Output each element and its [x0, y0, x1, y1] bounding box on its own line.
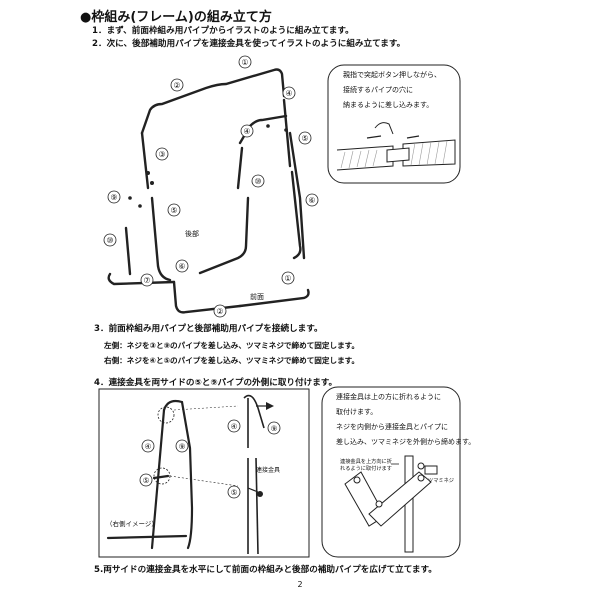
step-3-left-text: 左側：ネジを③と⑨のパイプを差し込み、ツマミネジで締めて固定します。: [104, 341, 360, 350]
inner-note-line1: 連接金具を上方向に折: [340, 459, 392, 465]
callout2-line2: 取付けます。: [336, 408, 378, 416]
inner-note-line2: れるように取付けます: [340, 466, 392, 472]
knob-screw-label: ツマミネジ: [428, 478, 454, 484]
label-rear: 後部: [185, 229, 199, 238]
fig2-label-4: ④: [145, 442, 152, 451]
inner-note: 連接金具を上方向に折 れるように取付けます: [340, 458, 392, 472]
part-label-3: ③: [158, 150, 165, 159]
fig2-label-9: ⑨: [179, 442, 186, 451]
part-label-5-left: ⑤: [170, 206, 177, 215]
callout2-line1: 連接金具は上の方に折れるように: [336, 393, 441, 401]
connection-callout-figure: [327, 64, 461, 184]
callout1-line1: 親指で突起ボタン押しながら、: [343, 71, 441, 79]
step-3-right-text: 右側：ネジを④と⑤のパイプを差し込み、ツマミネジで締めて固定します。: [104, 356, 360, 365]
part-label-10-rear: ⑩: [254, 177, 261, 186]
callout2-line3: ネジを内側から連接金具とパイプに: [336, 423, 448, 431]
part-label-6-left: ⑥: [178, 262, 185, 271]
callout1-line2: 接続するパイプの穴に: [343, 86, 413, 94]
part-label-4-right: ④: [285, 89, 292, 98]
step-1-text: 1．まず、前面枠組み用パイプからイラストのように組み立てます。: [92, 26, 354, 36]
callout1-line3: 納まるように差し込みます。: [343, 101, 434, 109]
label-front: 前面: [250, 292, 264, 301]
callout1-text: 親指で突起ボタン押しながら、 接続するパイプの穴に 納まるように差し込みます。: [343, 68, 441, 113]
part-label-1-bottom: ①: [284, 274, 291, 283]
step-3-text: 3．前面枠組み用パイプと後部補助用パイプを接続します。: [94, 324, 323, 334]
part-label-2-top: ②: [173, 81, 180, 90]
connector-detail-callout: [321, 386, 461, 558]
part-label-5-rear: ⑤: [301, 134, 308, 143]
right-side-image-label: （右側イメージ）: [106, 519, 158, 528]
step-5-text: 5.両サイドの連接金具を水平にして前面の枠組みと後部の補助パイプを広げて立てます…: [94, 565, 437, 575]
callout2-line4: 差し込み、ツマミネジを外側から締めます。: [336, 438, 476, 446]
part-label-7: ⑦: [143, 276, 150, 285]
connector-label: 連接金具: [256, 466, 280, 474]
callout2-text: 連接金具は上の方に折れるように 取付けます。 ネジを内側から連接金具とパイプに …: [336, 390, 475, 450]
step-4-text: 4．連接金具を両サイドの⑤と⑨パイプの外側に取り付けます。: [94, 378, 338, 388]
frame-assembly-figure: ① ② ④ ④ ⑤ ③ ⑩ ⑨ ⑤ ⑥ ⑩ ⑥ ⑦ ① ② 後部 前面: [103, 55, 319, 318]
part-label-9: ⑨: [110, 193, 117, 202]
part-label-10-left: ⑩: [106, 236, 113, 245]
side-view-figure: ④ ⑨ ⑤ ④ ⑤ ⑨ 連接金具 （右側イメージ）: [98, 388, 310, 558]
page-number: 2: [297, 580, 303, 589]
part-label-2-bottom: ②: [216, 307, 223, 316]
fig2-label-9-detail: ⑨: [271, 424, 278, 433]
part-label-4-rear: ④: [243, 127, 250, 136]
part-label-1-top: ①: [241, 58, 248, 67]
part-label-6-right: ⑥: [308, 196, 315, 205]
fig2-label-5-detail: ⑤: [231, 488, 238, 497]
step-2-text: 2．次に、後部補助用パイプを連接金具を使ってイラストのように組み立てます。: [92, 39, 406, 49]
fig2-label-4-detail: ④: [231, 422, 238, 431]
section-title: ●枠組み(フレーム)の組み立て方: [80, 10, 272, 25]
fig2-label-5: ⑤: [143, 476, 150, 485]
